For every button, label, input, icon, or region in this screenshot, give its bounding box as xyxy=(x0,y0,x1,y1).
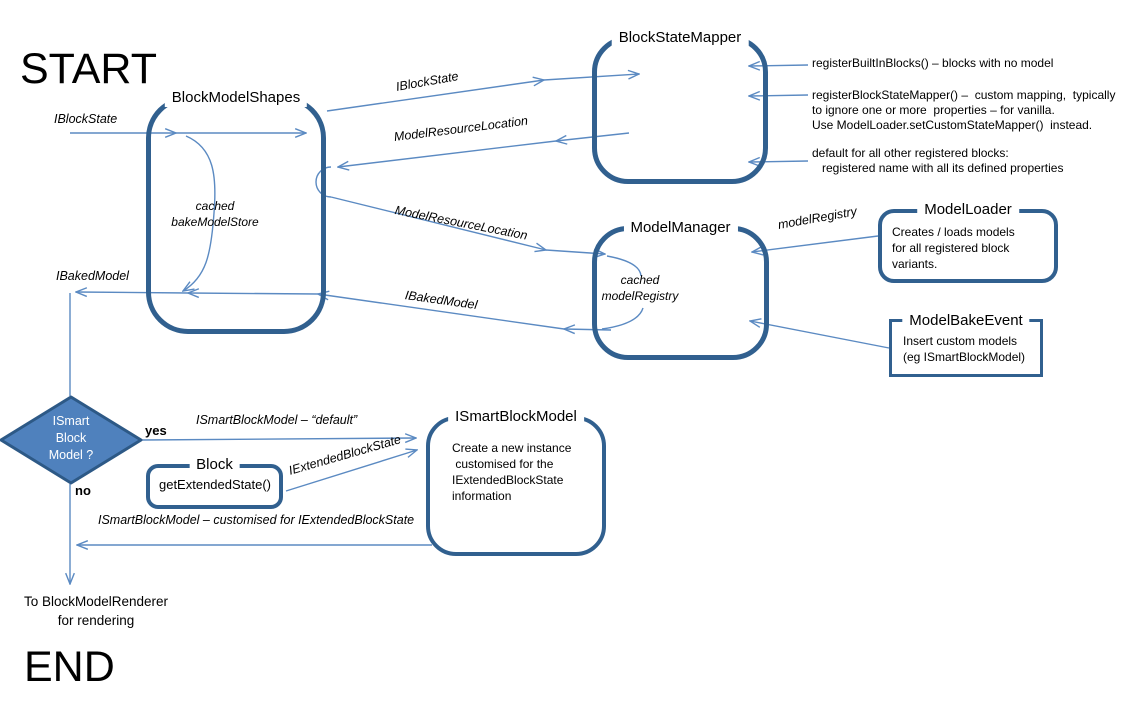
no-label: no xyxy=(75,483,91,498)
box-modelbakeevent-body: Insert custom models (eg ISmartBlockMode… xyxy=(903,334,1026,364)
box-modelbakeevent-title: ModelBakeEvent xyxy=(902,312,1030,330)
box-modelmanager-body: cached modelRegistry xyxy=(601,273,679,303)
box-blockmodelshapes-body: cached bakeModelStore xyxy=(171,199,259,229)
box-modelbakeevent: ModelBakeEvent xyxy=(889,312,1043,377)
decision-label: ISmart Block Model ? xyxy=(48,414,94,462)
box-blockmodelshapes: BlockModelShapes xyxy=(146,89,326,334)
annotation-register-builtin: registerBuiltInBlocks() – blocks with no… xyxy=(812,56,1054,70)
edge-label-iblockstate-in: IBlockState xyxy=(54,112,118,126)
arc-bakedmodelstore xyxy=(183,135,216,291)
annotation-register-statemapper: registerBlockStateMapper() – custom mapp… xyxy=(812,88,1116,132)
arrow-ibaked-2 xyxy=(318,294,565,330)
arrow-iextendedblockstate xyxy=(285,450,417,492)
box-modelloader: ModelLoader xyxy=(878,201,1058,283)
decision-diamond xyxy=(0,395,143,485)
arrow-iblockstate-diag-1 xyxy=(326,80,544,112)
arrow-iblockstate-diag-2 xyxy=(543,74,639,81)
arrow-annotation-2 xyxy=(749,95,809,96)
box-blockstatemapper: BlockStateMapper xyxy=(592,29,768,184)
yes-label: yes xyxy=(145,423,167,438)
box-blockstatemapper-title: BlockStateMapper xyxy=(611,29,749,47)
box-block-body: getExtendedState() xyxy=(158,477,272,492)
end-label: END xyxy=(24,643,115,691)
box-modelloader-title: ModelLoader xyxy=(917,201,1019,219)
box-block: Block xyxy=(146,456,283,509)
edge-label-ibakedmodel-left: IBakedModel xyxy=(56,269,129,283)
box-ismartblockmodel: ISmartBlockModel xyxy=(426,408,606,556)
arrow-yes xyxy=(141,438,416,440)
arrow-mrl-lower-1 xyxy=(330,196,546,250)
box-modelmanager: ModelManager xyxy=(592,219,769,360)
box-modelmanager-title: ModelManager xyxy=(623,219,738,237)
box-block-title: Block xyxy=(189,456,240,474)
arrow-mrl-upper-2 xyxy=(338,140,557,167)
to-blockmodelrenderer-label: To BlockModelRenderer for rendering xyxy=(23,594,169,628)
box-ismartblockmodel-body: Create a new instance customised for the… xyxy=(452,441,572,503)
start-label: START xyxy=(20,45,157,93)
box-blockmodelshapes-title: BlockModelShapes xyxy=(164,89,308,107)
edge-label-ismart-customised: ISmartBlockModel – customised for IExten… xyxy=(98,513,415,527)
arrow-modelbakeevent xyxy=(750,321,890,349)
box-ismartblockmodel-title: ISmartBlockModel xyxy=(448,408,584,426)
edge-label-ismart-default: ISmartBlockModel – “default” xyxy=(196,413,358,427)
box-modelloader-body: Creates / loads models for all registere… xyxy=(892,225,1015,271)
arrow-modelregistry xyxy=(752,235,879,252)
annotation-default-blocks: default for all other registered blocks:… xyxy=(812,146,1064,175)
